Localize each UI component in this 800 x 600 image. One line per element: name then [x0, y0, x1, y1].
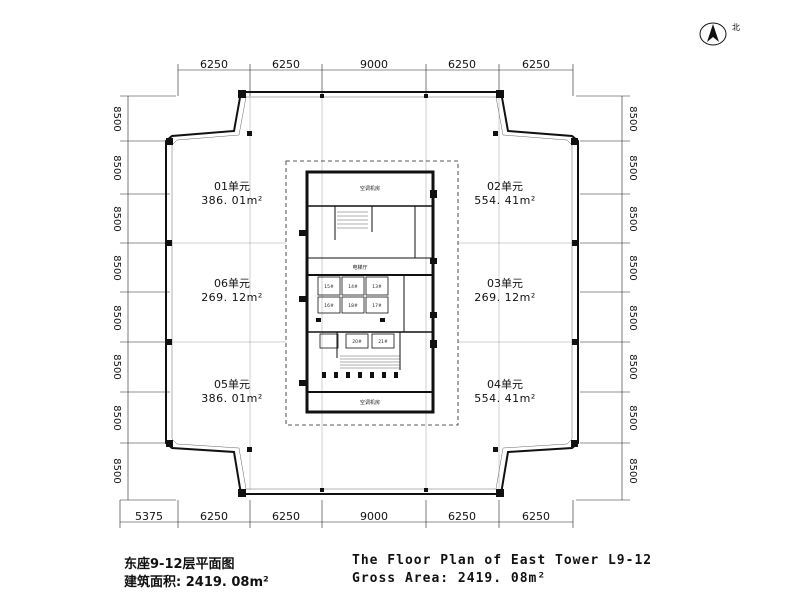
north-arrow-icon: 北: [699, 22, 740, 46]
side-dimension-ticks: [120, 95, 630, 501]
right-dim-1: 8500: [627, 106, 638, 131]
core-walls: [305, 170, 435, 414]
right-dim-4: 8500: [627, 255, 638, 280]
gross-area-cn: 建筑面积: 2419. 08m²: [124, 575, 269, 590]
gross-area-en: Gross Area: 2419. 08m²: [352, 571, 547, 586]
right-dim-6: 8500: [627, 354, 638, 379]
unit-02-area: 554. 41m²: [474, 194, 536, 207]
left-dim-2: 8500: [111, 155, 122, 180]
unit-06-name: 06单元: [214, 277, 250, 290]
right-dim-7: 8500: [627, 405, 638, 430]
bottom-dimension-ticks: [119, 500, 574, 528]
lift-label-17: 17#: [372, 303, 382, 309]
lift-label-20: 20#: [352, 339, 362, 345]
unit-05-name: 05单元: [214, 378, 250, 391]
left-dim-7: 8500: [111, 405, 122, 430]
unit-01-name: 01单元: [214, 180, 250, 193]
left-dimensions: 8500 8500 8500 8500 8500 8500 8500 8500: [111, 106, 122, 483]
top-dim-5: 6250: [522, 58, 550, 71]
lift-label-21: 21#: [378, 339, 388, 345]
lift-label-14: 14#: [348, 284, 358, 290]
unit-04-area: 554. 41m²: [474, 392, 536, 405]
top-dim-2: 6250: [272, 58, 300, 71]
north-arrow: 北: [698, 18, 748, 48]
lift-labels: 15# 14# 13# 16# 18# 17# 20# 21#: [324, 284, 388, 345]
title-en: The Floor Plan of East Tower L9-12: [352, 553, 653, 568]
lift-label-15: 15#: [324, 284, 334, 290]
lift-label-18: 18#: [348, 303, 358, 309]
bottom-dim-6: 6250: [522, 510, 550, 523]
ac-room-top-label: 空调机房: [360, 185, 380, 192]
unit-03-name: 03单元: [487, 277, 523, 290]
stair-hatching: [337, 211, 400, 369]
elevator-hall-label: 电梯厅: [352, 264, 367, 271]
top-dim-3: 9000: [360, 58, 388, 71]
right-dimensions: 8500 8500 8500 8500 8500 8500 8500 8500: [627, 106, 638, 483]
core-boundary: [285, 160, 459, 426]
left-dim-4: 8500: [111, 255, 122, 280]
column-grid: [170, 96, 574, 490]
right-dim-5: 8500: [627, 305, 638, 330]
top-dim-1: 6250: [200, 58, 228, 71]
toilet-fixtures: [316, 318, 398, 378]
bottom-dim-3: 6250: [272, 510, 300, 523]
lift-label-16: 16#: [324, 303, 334, 309]
left-dim-3: 8500: [111, 206, 122, 231]
unit-03-area: 269. 12m²: [474, 291, 536, 304]
core-wall-notches: [299, 190, 437, 386]
left-dim-5: 8500: [111, 305, 122, 330]
left-dim-8: 8500: [111, 458, 122, 483]
unit-labels: 01单元 386. 01m² 02单元 554. 41m² 06单元 269. …: [201, 180, 536, 405]
unit-04-name: 04单元: [487, 378, 523, 391]
right-dim-8: 8500: [627, 458, 638, 483]
bottom-dimensions: 5375 6250 6250 9000 6250 6250: [135, 510, 550, 523]
ac-room-bottom-label: 空调机房: [360, 399, 380, 406]
title-cn: 东座9-12层平面图: [124, 557, 235, 572]
top-dim-4: 6250: [448, 58, 476, 71]
bottom-dim-5: 6250: [448, 510, 476, 523]
lift-label-13: 13#: [372, 284, 382, 290]
left-dim-6: 8500: [111, 354, 122, 379]
top-dimensions: 6250 6250 9000 6250 6250: [200, 58, 550, 71]
dimension-lines: [119, 64, 630, 528]
structural-columns: [166, 90, 578, 497]
left-dim-1: 8500: [111, 106, 122, 131]
north-label: 北: [732, 23, 740, 32]
unit-02-name: 02单元: [487, 180, 523, 193]
right-dim-2: 8500: [627, 155, 638, 180]
unit-01-area: 386. 01m²: [201, 194, 263, 207]
lift-shafts: [317, 276, 395, 349]
bottom-dim-4: 9000: [360, 510, 388, 523]
unit-05-area: 386. 01m²: [201, 392, 263, 405]
bottom-dim-1: 5375: [135, 510, 163, 523]
right-dim-3: 8500: [627, 206, 638, 231]
bottom-dim-2: 6250: [200, 510, 228, 523]
unit-06-area: 269. 12m²: [201, 291, 263, 304]
